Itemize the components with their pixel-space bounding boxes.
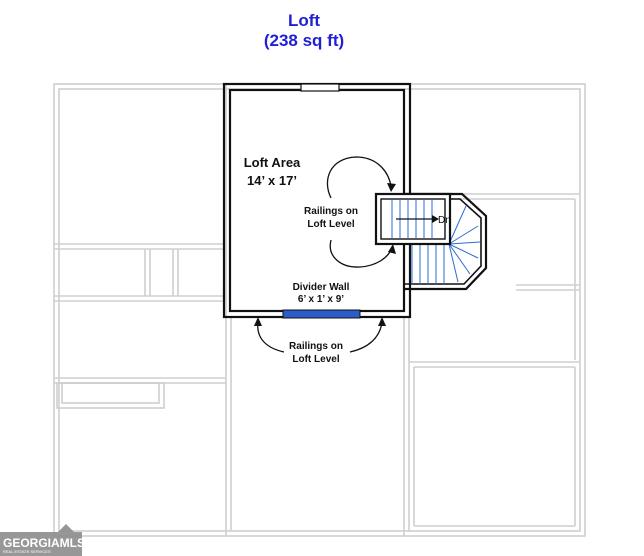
stairs xyxy=(374,192,488,291)
room-size: 14’ x 17’ xyxy=(247,173,297,188)
arrowhead-upper-top xyxy=(387,183,396,192)
railing-arrows-upper xyxy=(326,156,393,268)
plan-subtitle: (238 sq ft) xyxy=(264,31,344,50)
railings-lower-line2: Loft Level xyxy=(292,354,339,365)
railings-upper-line2: Loft Level xyxy=(307,219,354,230)
plan-title: Loft xyxy=(288,11,320,30)
divider-wall xyxy=(282,309,361,319)
divider-wall-size: 6’ x 1’ x 9’ xyxy=(298,294,344,305)
divider-wall-label: Divider Wall xyxy=(293,282,350,293)
watermark-tagline: REAL ESTATE SERVICES xyxy=(3,549,51,554)
window xyxy=(300,83,340,92)
arrowhead-upper-bottom xyxy=(388,244,396,254)
stairs-down-label: Dn xyxy=(438,215,451,226)
arrowhead-lower-right xyxy=(378,317,386,326)
railings-upper-line1: Railings on xyxy=(304,206,358,217)
railings-lower-line1: Railings on xyxy=(289,341,343,352)
watermark-brand: GEORGIAMLS xyxy=(3,536,85,550)
room-name: Loft Area xyxy=(244,155,301,170)
georgia-mls-watermark: GEORGIAMLS REAL ESTATE SERVICES xyxy=(0,524,85,556)
arrowhead-lower-left xyxy=(254,317,262,326)
